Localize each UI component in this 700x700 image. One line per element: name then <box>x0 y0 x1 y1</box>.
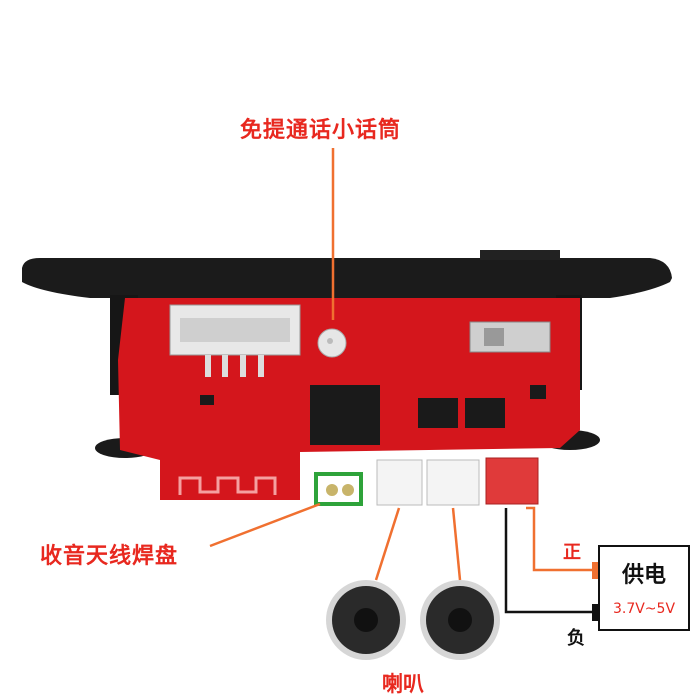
speaker-right-dome <box>448 608 472 632</box>
antenna-label: 收音天线焊盘 <box>40 544 179 569</box>
usb-pin <box>205 355 211 377</box>
speaker-connector-2 <box>426 459 480 506</box>
mic-label: 免提通话小话筒 <box>240 118 402 143</box>
small-component <box>530 385 546 399</box>
power-title: 供电 <box>621 563 666 588</box>
antenna-pad <box>342 484 354 496</box>
antenna-arrow <box>209 502 321 548</box>
amp-ic-1 <box>418 398 458 428</box>
microphone-dot <box>327 338 333 344</box>
speaker-connector-1 <box>376 459 423 506</box>
speaker-left-dome <box>354 608 378 632</box>
switch-knob <box>484 328 504 346</box>
power-supply-box: 供电 3.7V~5V <box>598 545 690 631</box>
panel-top-bump <box>480 250 560 260</box>
positive-wire <box>526 506 594 572</box>
positive-label: 正 <box>563 542 581 563</box>
negative-wire <box>504 508 594 614</box>
negative-label: 负 <box>567 628 585 649</box>
usb-pin <box>258 355 264 377</box>
positive-terminal <box>592 562 599 579</box>
usb-port-inner <box>180 318 290 342</box>
front-panel <box>22 258 672 298</box>
slide-switch <box>469 321 551 353</box>
antenna-pad <box>326 484 338 496</box>
negative-terminal <box>592 604 599 621</box>
power-connector <box>485 457 539 505</box>
main-ic <box>310 385 380 445</box>
pcb-antenna-trace <box>178 476 277 495</box>
usb-pin <box>222 355 228 377</box>
amp-ic-2 <box>465 398 505 428</box>
speaker-wire-2 <box>451 507 462 581</box>
antenna-pad-outline <box>314 472 363 506</box>
speaker-label: 喇叭 <box>382 672 424 696</box>
small-component <box>200 395 214 405</box>
power-voltage: 3.7V~5V <box>612 601 676 617</box>
usb-pin <box>240 355 246 377</box>
speaker-wire-1 <box>374 507 401 581</box>
